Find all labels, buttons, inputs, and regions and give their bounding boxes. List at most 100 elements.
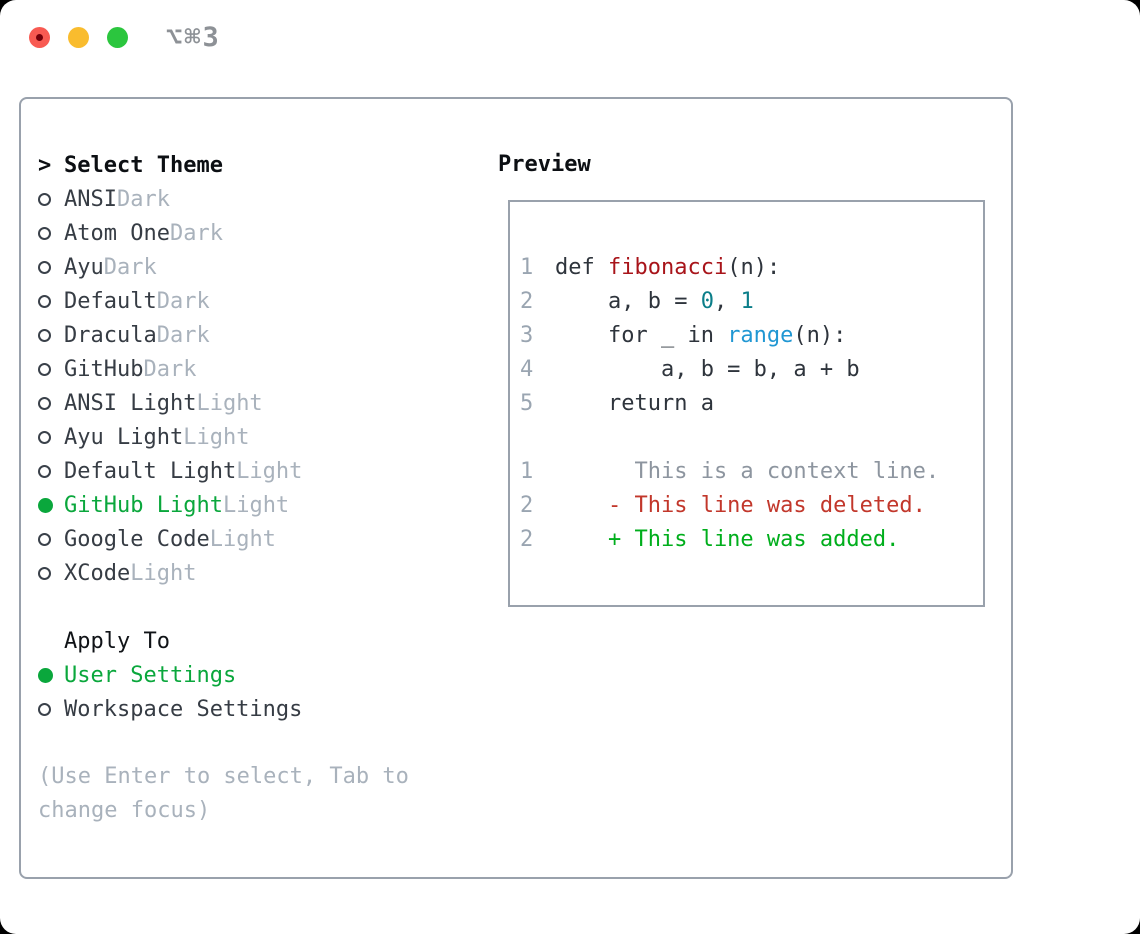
option-label: Default Light <box>64 458 237 484</box>
option-variant-label: Dark <box>143 356 197 382</box>
code-segment-fg: def <box>555 255 608 280</box>
option-label: GitHub Light <box>64 492 223 518</box>
preview-title: Preview <box>498 152 591 177</box>
line-number: 1 <box>520 459 534 484</box>
code-segment-fg: a, b = b, a + b <box>555 357 860 382</box>
zoom-button[interactable] <box>107 27 128 48</box>
radio-icon <box>38 216 64 250</box>
radio-icon <box>38 556 64 590</box>
close-button[interactable] <box>29 27 50 48</box>
option-label: Default <box>64 288 157 314</box>
code-segment-fg: for _ in <box>555 323 728 348</box>
radio-selected-icon <box>38 658 64 692</box>
line-number: 2 <box>520 289 534 314</box>
apply-to-header: Apply To <box>38 624 438 658</box>
theme-option-default[interactable]: Default Dark <box>38 284 438 318</box>
option-variant-label: Light <box>209 526 276 552</box>
radio-icon <box>38 182 64 216</box>
radio-icon <box>38 454 64 488</box>
theme-option-atom-one[interactable]: Atom One Dark <box>38 216 438 250</box>
option-variant-label: Dark <box>156 322 210 348</box>
code-segment-fg: return a <box>555 391 714 416</box>
code-segment-teal: 0 <box>700 289 714 314</box>
radio-icon <box>38 352 64 386</box>
code-segment-red: fibonacci <box>607 255 728 280</box>
code-segment-fg: a, b = <box>555 289 701 314</box>
theme-option-github[interactable]: GitHub Dark <box>38 352 438 386</box>
option-variant-label: Dark <box>103 254 157 280</box>
theme-option-ansi[interactable]: ANSI Dark <box>38 182 438 216</box>
code-line: 4 a, b = b, a + b <box>520 353 983 387</box>
apply-option-user-settings[interactable]: User Settings <box>38 658 438 692</box>
theme-list-title: Select Theme <box>64 152 223 178</box>
option-variant-label: Dark <box>156 288 210 314</box>
apply-option-workspace-settings[interactable]: Workspace Settings <box>38 692 438 726</box>
radio-icon <box>38 692 64 726</box>
radio-icon <box>38 284 64 318</box>
code-line: 5 return a <box>520 387 983 421</box>
diff-line: 2 - This line was deleted. <box>520 489 983 523</box>
line-number: 3 <box>520 323 534 348</box>
code-segment-fg: (n): <box>727 255 781 280</box>
radio-icon <box>38 386 64 420</box>
code-segment-blue: range <box>727 323 794 348</box>
theme-option-google-code[interactable]: Google Code Light <box>38 522 438 556</box>
theme-option-ayu[interactable]: Ayu Dark <box>38 250 438 284</box>
line-number: 4 <box>520 357 534 382</box>
code-segment-fg: (n): <box>793 323 847 348</box>
apply-to-indent <box>38 624 64 658</box>
code-line: 2 a, b = 0, 1 <box>520 285 983 319</box>
option-label: Atom One <box>64 220 170 246</box>
radio-icon <box>38 318 64 352</box>
option-label: Ayu <box>64 254 104 280</box>
code-segment-ctx: This is a context line. <box>555 459 940 484</box>
option-label: Dracula <box>64 322 157 348</box>
option-variant-label: Dark <box>116 186 170 212</box>
code-segment-fg: , <box>713 289 741 314</box>
line-number: 2 <box>520 527 534 552</box>
code-line: 1 def fibonacci(n): <box>520 251 983 285</box>
theme-option-ansi-light[interactable]: ANSI Light Light <box>38 386 438 420</box>
diff-line: 2 + This line was added. <box>520 523 983 557</box>
code-segment-add: + This line was added. <box>555 527 900 552</box>
cursor-icon: > <box>38 152 52 178</box>
option-label: User Settings <box>64 662 237 688</box>
theme-option-ayu-light[interactable]: Ayu Light Light <box>38 420 438 454</box>
option-label: GitHub <box>64 356 144 382</box>
radio-selected-icon <box>38 488 64 522</box>
code-segment-teal: 1 <box>740 289 754 314</box>
spacer <box>38 726 438 760</box>
window-title-shortcut: ⌥⌘3 <box>166 22 221 53</box>
keyboard-hint: (Use Enter to select, Tab to change focu… <box>38 764 423 823</box>
code-segment-del: - This line was deleted. <box>555 493 926 518</box>
radio-icon <box>38 522 64 556</box>
option-variant-label: Dark <box>169 220 223 246</box>
diff-line: 1 This is a context line. <box>520 455 983 489</box>
option-variant-label: Light <box>130 560 197 586</box>
theme-option-default-light[interactable]: Default Light Light <box>38 454 438 488</box>
theme-option-github-light[interactable]: GitHub Light Light <box>38 488 438 522</box>
apply-to-title: Apply To <box>64 628 170 654</box>
minimize-button[interactable] <box>68 27 89 48</box>
close-dot-icon <box>36 34 43 41</box>
line-number: 1 <box>520 255 534 280</box>
option-label: Workspace Settings <box>64 696 303 722</box>
theme-option-xcode[interactable]: XCode Light <box>38 556 438 590</box>
code-line: 3 for _ in range(n): <box>520 319 983 353</box>
option-label: XCode <box>64 560 131 586</box>
option-label: ANSI <box>64 186 117 212</box>
option-label: ANSI Light <box>64 390 197 416</box>
radio-icon <box>38 420 64 454</box>
option-variant-label: Light <box>183 424 250 450</box>
theme-list-header: > Select Theme <box>38 148 438 182</box>
option-variant-label: Light <box>236 458 303 484</box>
theme-option-dracula[interactable]: Dracula Dark <box>38 318 438 352</box>
line-number: 5 <box>520 391 534 416</box>
